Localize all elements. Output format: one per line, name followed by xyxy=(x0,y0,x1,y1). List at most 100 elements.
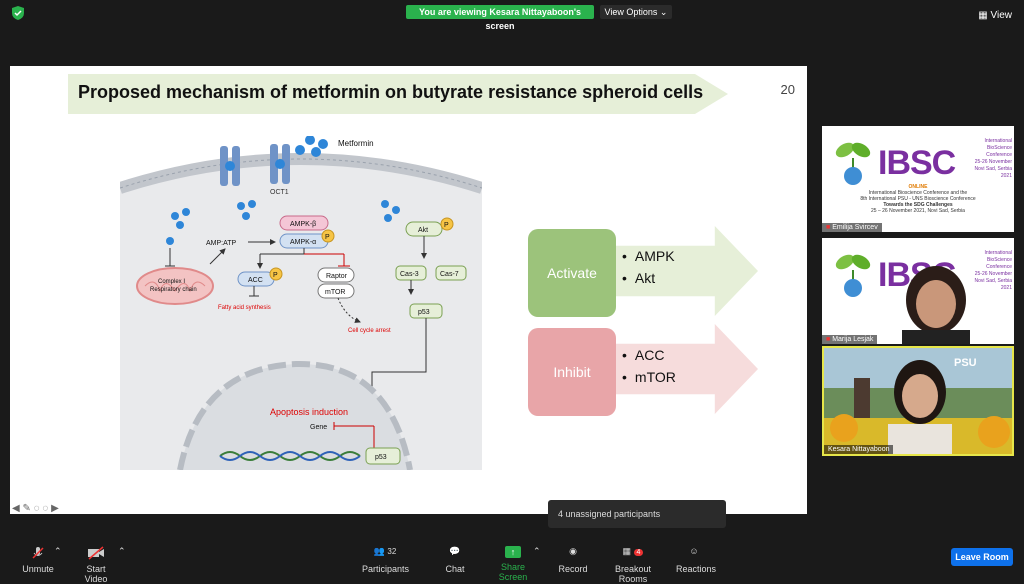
slide-title: Proposed mechanism of metformin on butyr… xyxy=(78,82,704,102)
acc-label: ACC xyxy=(248,277,263,284)
breakout-rooms-button[interactable]: ▦ 4 Breakout Rooms xyxy=(602,546,664,584)
activate-list: •AMPK •Akt xyxy=(622,248,675,292)
participant-name: ■ Marija Lesjak xyxy=(822,335,878,344)
viewing-banner: You are viewing Kesara Nittayaboon's scr… xyxy=(406,5,594,31)
video-thumb-2[interactable]: IBSC International BioScience Conference… xyxy=(822,238,1014,344)
view-options-button[interactable]: View Options ⌄ xyxy=(600,5,672,19)
shield-icon[interactable] xyxy=(12,6,24,20)
slide-number: 20 xyxy=(780,82,795,97)
participants-button[interactable]: 👥 32 Participants xyxy=(362,546,410,574)
gene-label: Gene xyxy=(310,424,327,431)
ibsc-logo-text: IBSC xyxy=(878,144,956,182)
chat-button[interactable]: 💬 Chat xyxy=(440,546,470,574)
mechanism-diagram: OCT1 Metformin Complex I Respiratory cha… xyxy=(120,136,482,470)
p53-label: p53 xyxy=(418,309,430,316)
svg-text:PSU: PSU xyxy=(954,357,977,369)
ampk-b-label: AMPK-β xyxy=(290,221,316,228)
ibsc-logo-icon xyxy=(835,254,871,297)
shared-slide: Proposed mechanism of metformin on butyr… xyxy=(10,66,807,514)
share-screen-label: Share Screen xyxy=(498,562,528,582)
pen-icon[interactable]: ✎ xyxy=(22,503,31,514)
chevron-down-icon: ⌄ xyxy=(659,7,668,17)
participants-icon: 👥 32 xyxy=(373,546,397,556)
unmute-button[interactable]: Unmute xyxy=(18,546,58,574)
cell-cycle-label: Cell cycle arrest xyxy=(348,328,391,334)
view-label: View xyxy=(990,10,1013,21)
p53-gene-label: p53 xyxy=(375,454,387,461)
unassigned-tooltip: 4 unassigned participants xyxy=(548,500,726,528)
p-akt: P xyxy=(444,222,449,229)
ibsc-logo-icon xyxy=(835,142,871,185)
share-options-caret[interactable]: ⌃ xyxy=(533,546,541,557)
inhibit-list: •ACC •mTOR xyxy=(622,347,676,391)
inhibit-item-2: •mTOR xyxy=(622,369,676,385)
more-icon[interactable]: ◌ xyxy=(42,503,49,514)
share-screen-icon: ↑ xyxy=(505,546,521,558)
activate-item-2: •Akt xyxy=(622,270,656,286)
inhibit-box: Inhibit xyxy=(528,328,616,416)
record-button[interactable]: ◉ Record xyxy=(558,546,588,574)
mtor-label: mTOR xyxy=(325,289,345,296)
raptor-label: Raptor xyxy=(326,273,348,280)
video-thumb-3-active-speaker[interactable]: PSU Kesara Nittayaboon xyxy=(822,346,1014,456)
metformin-label: Metformin xyxy=(338,139,374,148)
p-ampk: P xyxy=(325,234,330,241)
top-bar: You are viewing Kesara Nittayaboon's scr… xyxy=(0,0,1024,31)
cas7-label: Cas-7 xyxy=(440,271,459,278)
caret-up-icon: ⌃ xyxy=(533,546,541,556)
complex-label: Complex I xyxy=(158,279,185,285)
participant-name: Kesara Nittayaboon xyxy=(824,445,894,454)
audio-options-caret[interactable]: ⌃ xyxy=(54,546,62,557)
ibsc-side-text: International BioScience Conference 25-2… xyxy=(974,138,1012,179)
breakout-label: Breakout Rooms xyxy=(614,564,652,584)
ibsc-info: ONLINE International Bioscience Conferen… xyxy=(860,184,976,214)
video-off-icon xyxy=(88,546,104,560)
mic-muted-icon: ■ xyxy=(826,336,833,343)
title-banner xyxy=(68,74,728,114)
annotation-toolbar[interactable]: ◀ ✎ ◌ ◌ ▶ xyxy=(12,503,59,514)
bottom-toolbar: Unmute ⌃ Start Video ⌃ 👥 32 Participants… xyxy=(0,538,1024,584)
arrow-left-icon[interactable]: ◀ xyxy=(12,503,20,514)
participant-video xyxy=(902,266,970,344)
ampk-a-label: AMPK-α xyxy=(290,239,316,246)
amp-atp-label: AMP:ATP xyxy=(206,240,237,247)
start-video-button[interactable]: Start Video xyxy=(76,546,116,584)
caret-up-icon: ⌃ xyxy=(118,546,126,556)
participant-video: PSU xyxy=(824,348,1012,454)
participants-label: Participants xyxy=(362,564,410,574)
unmute-label: Unmute xyxy=(22,564,54,574)
resp-label: Respiratory chain xyxy=(150,287,197,293)
inhibit-item-1: •ACC xyxy=(622,347,665,363)
breakout-badge: 4 xyxy=(633,549,644,556)
breakout-rooms-icon: ▦ 4 xyxy=(602,546,664,560)
oct1-label: OCT1 xyxy=(270,189,289,196)
circle-icon[interactable]: ◌ xyxy=(33,503,40,514)
leave-room-button[interactable]: Leave Room xyxy=(951,548,1013,566)
cas3-label: Cas-3 xyxy=(400,271,419,278)
fatty-label: Fatty acid synthesis xyxy=(218,305,271,311)
akt-label: Akt xyxy=(418,227,428,234)
caret-up-icon: ⌃ xyxy=(54,546,62,556)
reactions-label: Reactions xyxy=(676,564,717,574)
chat-label: Chat xyxy=(445,564,465,574)
view-button[interactable]: ▦ View xyxy=(978,10,1012,21)
activate-box: Activate xyxy=(528,229,616,317)
start-video-label: Start Video xyxy=(84,564,108,584)
reactions-button[interactable]: ☺ Reactions xyxy=(676,546,716,574)
share-screen-button[interactable]: ↑ Share Screen xyxy=(488,546,538,582)
view-options-label: View Options xyxy=(604,7,658,17)
activate-item-1: •AMPK xyxy=(622,248,675,264)
video-thumb-1[interactable]: IBSC International BioScience Conference… xyxy=(822,126,1014,232)
reactions-icon: ☺ xyxy=(689,546,699,556)
arrow-right-icon[interactable]: ▶ xyxy=(51,503,59,514)
p-acc: P xyxy=(273,272,278,279)
ibsc-side-text: International BioScience Conference 25-2… xyxy=(974,250,1012,291)
participant-name: ■ Emilija Svircev xyxy=(822,223,882,232)
record-icon: ◉ xyxy=(569,546,577,556)
mic-muted-icon xyxy=(32,547,44,559)
mic-muted-icon: ■ xyxy=(826,224,833,231)
apoptosis-label: Apoptosis induction xyxy=(270,407,348,417)
record-label: Record xyxy=(558,564,588,574)
video-options-caret[interactable]: ⌃ xyxy=(118,546,126,557)
chat-icon: 💬 xyxy=(449,546,461,556)
